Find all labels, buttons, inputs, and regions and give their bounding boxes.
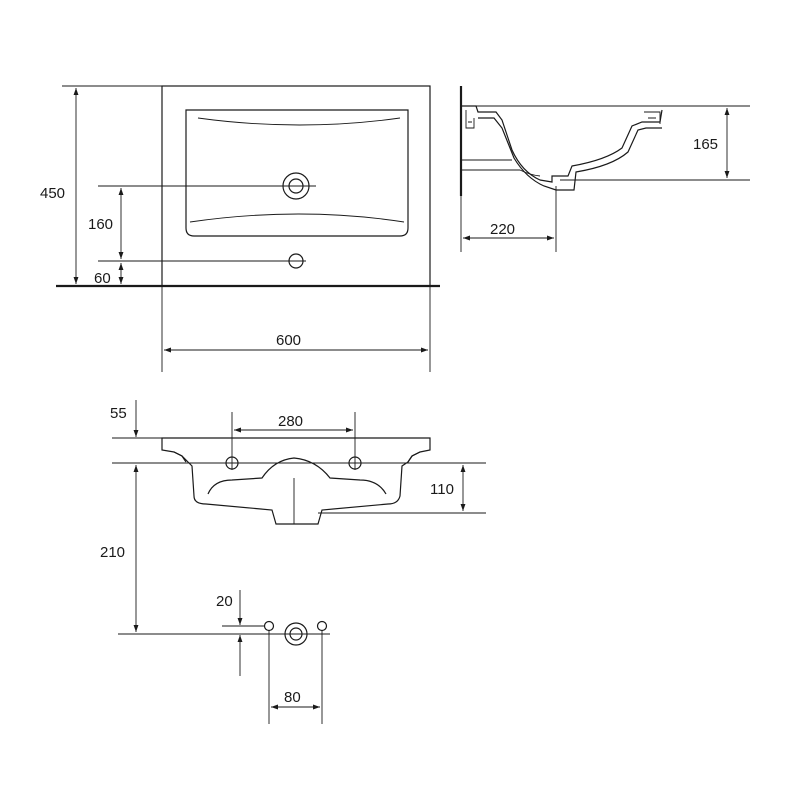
supply-pipe-right	[316, 620, 328, 632]
dim-165-label: 165	[693, 136, 718, 153]
waste-pipe-outer	[284, 622, 308, 646]
dim-110-label: 110	[430, 481, 454, 498]
bowl-outline	[185, 109, 409, 237]
dim-280-label: 280	[278, 413, 303, 430]
dim-20-label: 20	[216, 593, 233, 610]
top-view: 450 160 60 600	[40, 85, 440, 372]
front-inner-profile	[173, 451, 421, 495]
section-outer-profile	[462, 105, 663, 183]
front-rim-outline	[161, 437, 431, 525]
section-bracket	[462, 159, 541, 177]
dim-55-label: 55	[110, 405, 127, 422]
section-rim-right	[644, 111, 661, 124]
dim-60-label: 60	[94, 270, 111, 287]
bowl-inner-bottom-curve	[189, 213, 405, 223]
supply-pipe-left	[263, 620, 275, 632]
section-rim-left	[465, 110, 475, 129]
waste-pipe-inner	[289, 627, 303, 641]
dim-600-label: 600	[276, 332, 301, 349]
pipe-positions: 20 80	[118, 590, 330, 724]
dim-450-label: 450	[40, 185, 65, 202]
section-inner-profile	[478, 117, 662, 191]
dim-80-label: 80	[284, 689, 301, 706]
bowl-inner-top-curve	[197, 117, 401, 126]
dim-160-label: 160	[88, 216, 113, 233]
front-view: 280 55 110 210	[100, 400, 486, 632]
dim-220-label: 220	[490, 221, 515, 238]
dim-210-label: 210	[100, 544, 125, 561]
side-section: 165 220	[459, 86, 750, 252]
